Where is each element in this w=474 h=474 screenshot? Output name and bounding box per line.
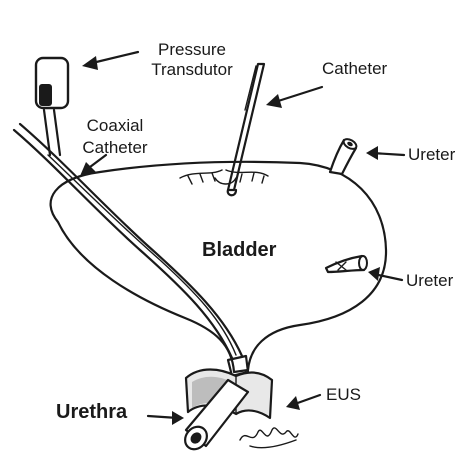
- arrow-eus: [286, 393, 322, 410]
- arrow-catheter: [266, 85, 324, 108]
- coaxial-catheter-tube: [12, 122, 250, 378]
- label-catheter: Catheter: [322, 59, 388, 78]
- label-coaxial-catheter: Coaxial Catheter: [82, 116, 148, 157]
- arrow-ureter-upper: [366, 146, 406, 160]
- label-eus: EUS: [326, 385, 361, 404]
- urethra-tube: [184, 378, 250, 451]
- artist-signature: [239, 427, 299, 449]
- arrow-pressure-transducer: [82, 50, 140, 70]
- arrow-ureter-lower: [368, 267, 404, 282]
- arrow-coaxial-catheter: [80, 153, 108, 176]
- bladder-outline: [49, 160, 388, 374]
- label-ureter-upper: Ureter: [408, 145, 456, 164]
- dome-suture: [179, 169, 269, 185]
- upper-ureter: [328, 138, 358, 176]
- arrow-urethra: [146, 411, 184, 425]
- label-urethra: Urethra: [56, 401, 128, 423]
- label-pressure-transducer: Pressure Transdutor: [151, 40, 233, 79]
- label-bladder: Bladder: [202, 239, 277, 261]
- lower-ureter: [324, 254, 368, 274]
- pressure-transducer-device: [34, 56, 70, 157]
- catheter-tube: [226, 62, 266, 197]
- label-ureter-lower: Ureter: [406, 271, 454, 290]
